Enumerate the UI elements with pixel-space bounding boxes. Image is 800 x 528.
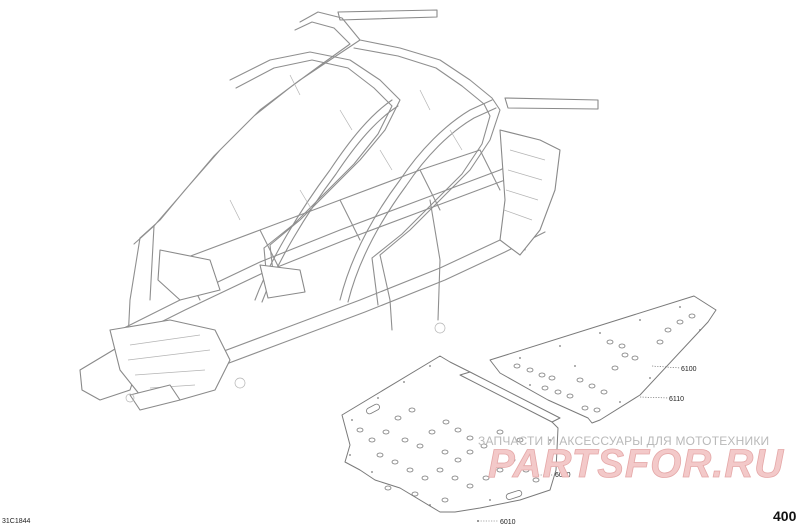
callout-6000[interactable]: 6000 <box>555 472 571 479</box>
skid-plate-6000-rivets <box>349 365 551 506</box>
frame-bolt <box>234 377 246 389</box>
rear-top-bar <box>337 9 438 21</box>
front-top-bar <box>504 97 599 110</box>
rear-shock-detail <box>503 149 546 221</box>
cage-front-hoop <box>353 39 501 259</box>
drawing-reference-code: 31C1844 <box>2 518 31 525</box>
skid-plate-6100[interactable] <box>489 295 717 424</box>
seat-mount-center <box>259 264 306 299</box>
cage-middle-hoop <box>229 51 401 249</box>
front-lower-arm <box>129 384 181 411</box>
skid-plate-6100-holes <box>513 313 696 413</box>
watermark: ЗАПЧАСТИ И АКСЕССУАРЫ ДЛЯ МОТОТЕХНИКИ PA… <box>478 434 784 486</box>
frame-bolt <box>125 393 135 403</box>
callouts: 6100 6110 6000 6010 <box>477 365 697 526</box>
frame-bolt <box>434 322 446 334</box>
seat-mount-left <box>157 249 221 301</box>
page-number: 400 <box>773 508 797 524</box>
callout-6100[interactable]: 6100 <box>681 366 697 373</box>
leader-6100 <box>651 365 681 369</box>
rear-shock-mount <box>499 129 561 256</box>
callout-6010[interactable]: 6010 <box>500 519 516 526</box>
frame-gussets <box>229 74 463 221</box>
watermark-logo: PARTSFOR.RU <box>488 442 784 486</box>
skid-plate-6000-strip <box>459 371 561 423</box>
front-suspension <box>109 319 231 401</box>
chassis-right-rail <box>199 219 546 373</box>
callout-6010-dot <box>477 520 479 522</box>
skid-plate-6000-holes <box>356 403 540 503</box>
skid-plate-6100-outline <box>489 295 717 424</box>
vehicle-frame <box>79 9 599 411</box>
front-suspension-detail <box>127 334 211 389</box>
callout-6110[interactable]: 6110 <box>669 396 684 403</box>
leader-6110 <box>639 396 669 399</box>
cage-grab-bar <box>339 99 497 303</box>
skid-plate-6100-rivets <box>519 306 701 403</box>
skid-plate-6000[interactable] <box>341 355 561 513</box>
cage-left-hoop <box>133 11 361 245</box>
watermark-subtitle: ЗАПЧАСТИ И АКСЕССУАРЫ ДЛЯ МОТОТЕХНИКИ <box>478 434 769 448</box>
